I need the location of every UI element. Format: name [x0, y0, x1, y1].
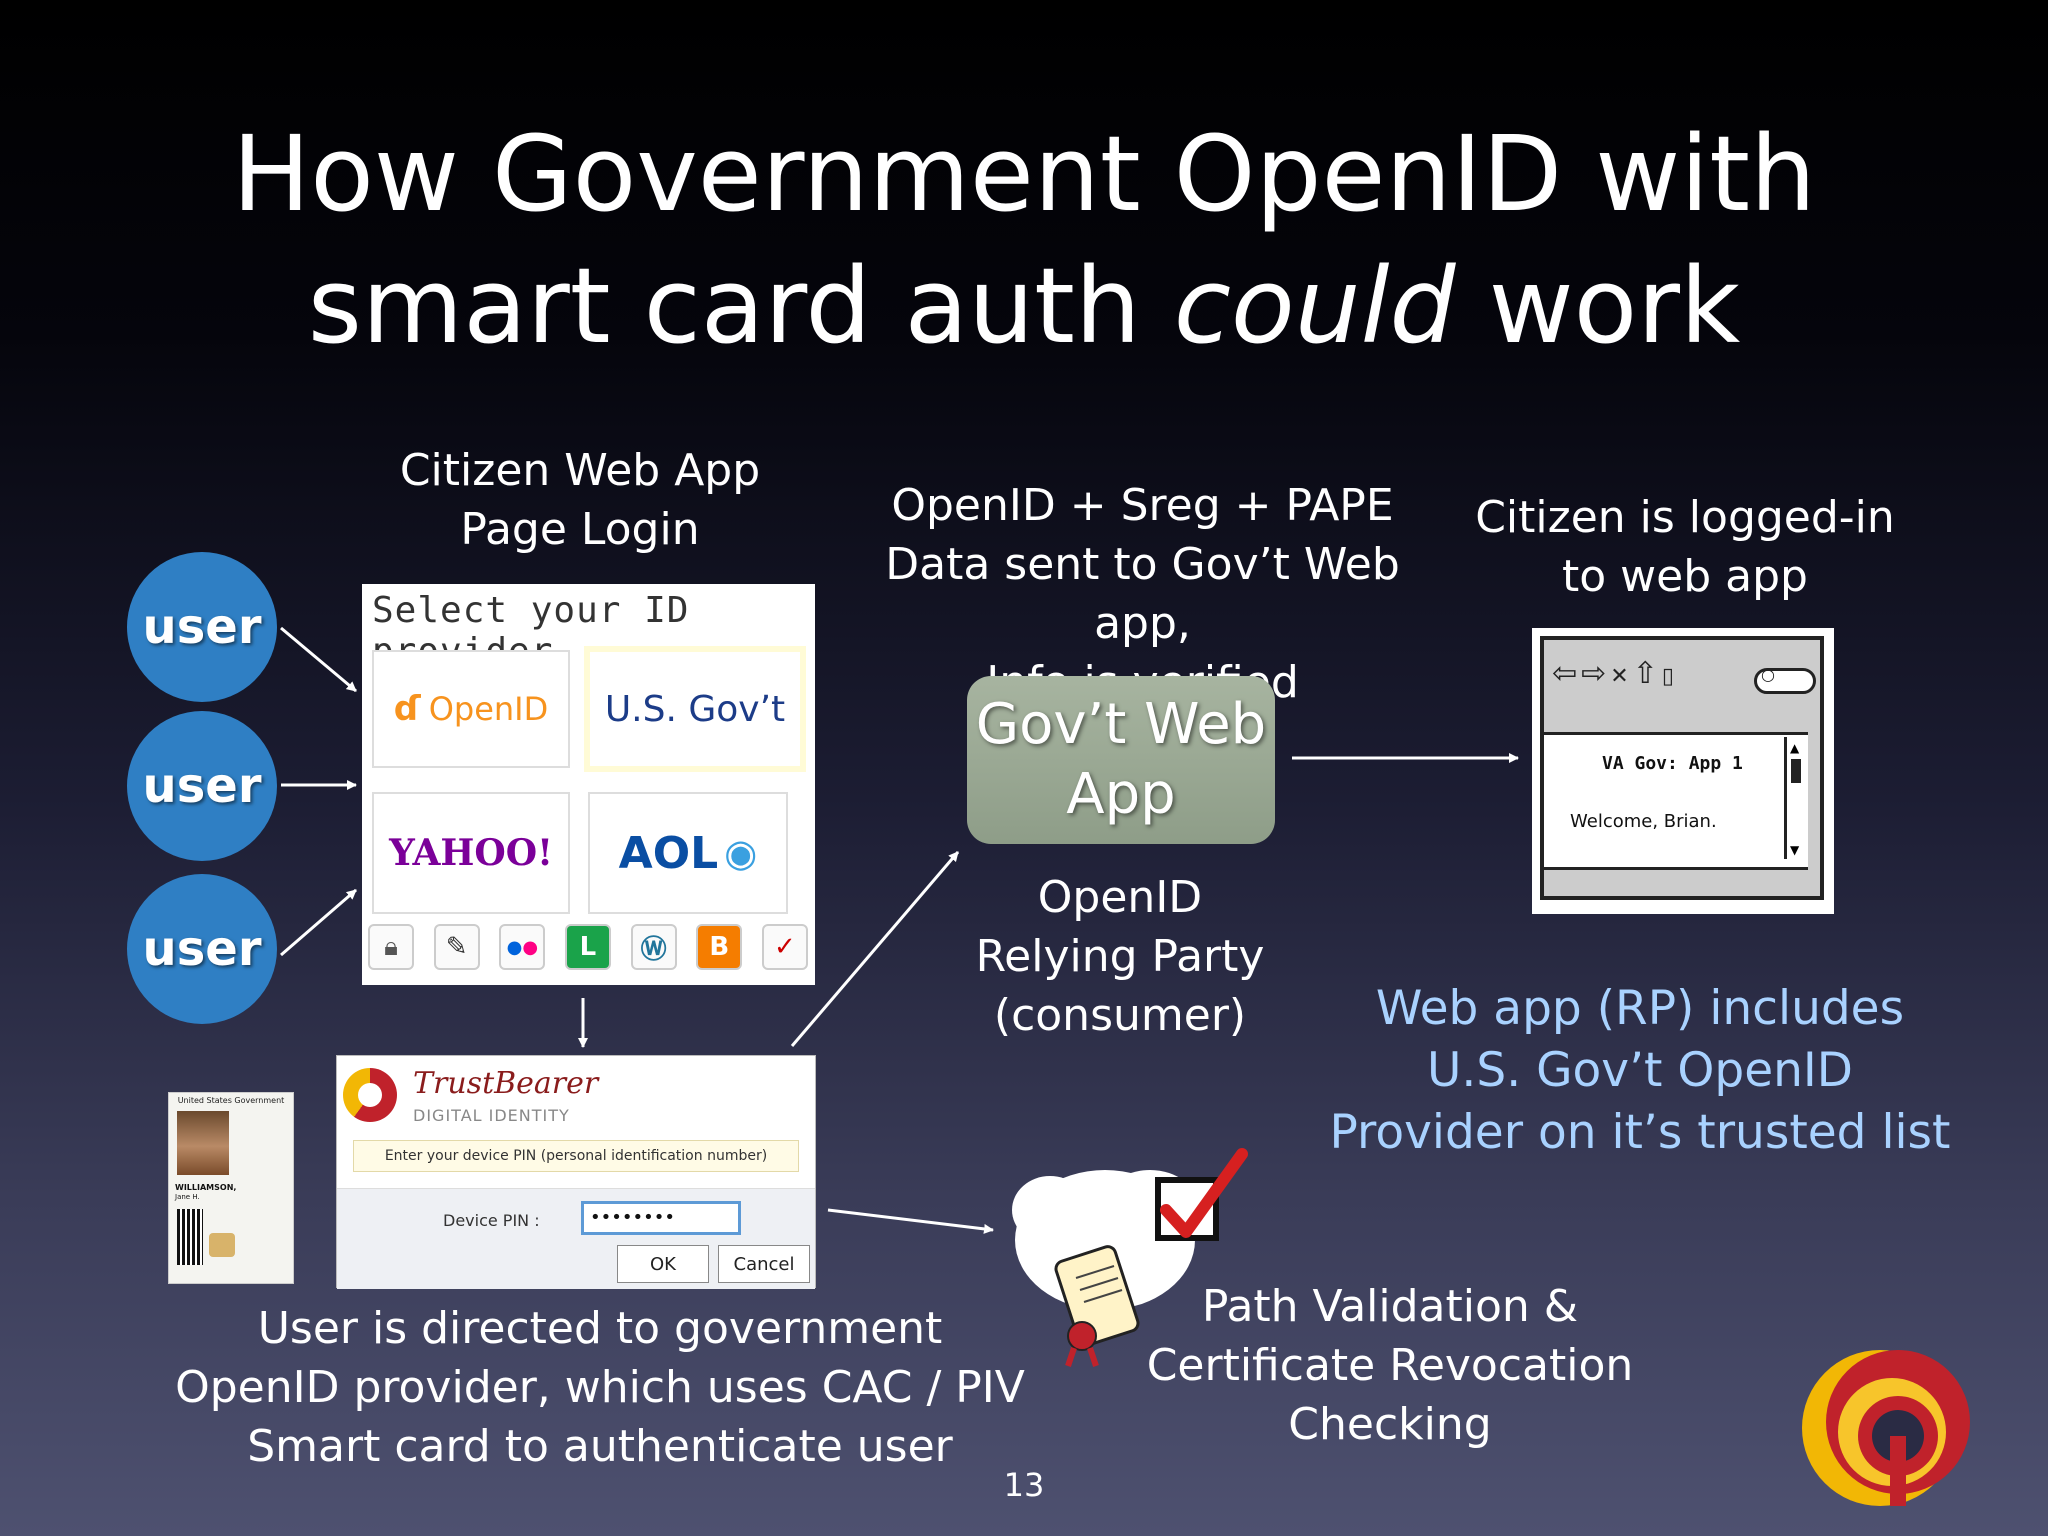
pencil-icon[interactable]: ✎ — [433, 924, 480, 970]
pin-dialog: TrustBearer DIGITAL IDENTITY Enter your … — [336, 1055, 816, 1289]
certificate-check-illustration — [1012, 1148, 1248, 1367]
home-icon[interactable]: ⇧ — [1632, 656, 1662, 691]
verisign-check-icon[interactable]: ✓ — [761, 924, 808, 970]
directed-caption: User is directed to government OpenID pr… — [175, 1303, 1025, 1472]
openid-logo-icon: ɗ — [393, 689, 421, 729]
trustbearer-logo-icon — [343, 1068, 397, 1122]
relying-party-caption: OpenID Relying Party (consumer) — [975, 872, 1265, 1041]
back-icon[interactable]: ⇦ — [1552, 656, 1582, 691]
card-given-name: Jane H. — [175, 1193, 200, 1201]
ok-button[interactable]: OK — [617, 1245, 709, 1283]
device-pin-label: Device PIN : — [443, 1211, 540, 1230]
browser-content: VA Gov: App 1 Welcome, Brian. ▲ ▼ — [1544, 732, 1808, 870]
wordpress-icon[interactable]: Ⓦ — [630, 924, 677, 970]
title-line-1: How Government OpenID with — [232, 113, 1816, 235]
user-circle-3: user — [127, 874, 277, 1024]
provider-us-govt[interactable]: U.S. Gov’t — [584, 646, 806, 772]
browser-scrollbar[interactable]: ▲ ▼ — [1784, 737, 1807, 859]
corner-logo-icon — [1802, 1350, 1970, 1506]
card-photo — [177, 1111, 229, 1175]
browser-sketch: ⇦⇨✕⇧▯ ○ VA Gov: App 1 Welcome, Brian. ▲ … — [1532, 628, 1834, 914]
barcode-icon — [177, 1209, 203, 1265]
cancel-button[interactable]: Cancel — [718, 1245, 810, 1283]
provider-openid[interactable]: ɗ OpenID — [372, 650, 570, 768]
arrow-user1-to-provider — [280, 626, 357, 693]
pin-form: Device PIN : •••••••• OK Cancel — [337, 1188, 815, 1289]
blogger-icon[interactable]: B — [696, 924, 743, 970]
pin-prompt: Enter your device PIN (personal identifi… — [353, 1140, 799, 1172]
flickr-icon[interactable]: ●● — [499, 924, 546, 970]
browser-page-title: VA Gov: App 1 — [1602, 753, 1743, 774]
livejournal-icon[interactable]: L — [564, 924, 611, 970]
checkbox-icon — [1155, 1148, 1248, 1241]
validation-caption: Path Validation & Certificate Revocation… — [1146, 1281, 1634, 1450]
forward-icon[interactable]: ⇨ — [1581, 656, 1611, 691]
logged-in-caption: Citizen is logged-in to web app — [1475, 492, 1895, 602]
piv-id-card: United States Government WILLIAMSON, Jan… — [168, 1092, 294, 1284]
smart-chip-icon — [209, 1233, 235, 1257]
device-pin-input[interactable]: •••••••• — [581, 1201, 741, 1235]
citizen-web-app-caption: Citizen Web App Page Login — [399, 445, 761, 555]
certificate-scroll-icon — [1054, 1245, 1140, 1367]
stop-icon[interactable]: ✕ — [1610, 664, 1633, 689]
trusted-list-caption: Web app (RP) includes U.S. Gov’t OpenID … — [1329, 981, 1951, 1160]
title-emphasis: could — [1173, 245, 1456, 367]
trustbearer-subtitle: DIGITAL IDENTITY — [413, 1106, 570, 1125]
provider-yahoo[interactable]: YAHOO! — [372, 792, 570, 914]
user-circle-2: user — [127, 711, 277, 861]
lock-icon[interactable]: 🔒︎ — [368, 924, 414, 970]
slide-title: How Government OpenID with smart card au… — [0, 108, 2048, 372]
aol-logo-icon: ◉ — [724, 831, 758, 875]
gov-web-app-box: Gov’t Web App — [967, 676, 1275, 844]
card-name: WILLIAMSON, — [175, 1183, 237, 1192]
browser-toolbar: ⇦⇨✕⇧▯ — [1552, 656, 1678, 691]
arrow-pin-to-validation — [827, 1208, 994, 1234]
search-box[interactable]: ○ — [1754, 665, 1816, 694]
browser-welcome: Welcome, Brian. — [1570, 811, 1717, 832]
card-header: United States Government — [177, 1096, 285, 1105]
provider-aol[interactable]: AOL ◉ — [588, 792, 788, 914]
id-provider-panel: Select your ID provider ɗ OpenID U.S. Go… — [362, 584, 815, 985]
search-icon: ○ — [1761, 665, 1775, 684]
user-circle-1: user — [127, 552, 277, 702]
provider-icon-row: 🔒︎ ✎ ●● L Ⓦ B ✓ — [368, 924, 808, 978]
page-number: 13 — [1003, 1466, 1045, 1504]
arrow-pin-to-govapp — [790, 851, 960, 1047]
arrow-user3-to-provider — [280, 888, 357, 957]
title-line-2: smart card auth could work — [307, 245, 1741, 367]
trustbearer-brand: TrustBearer — [413, 1066, 599, 1101]
bookmark-icon[interactable]: ▯ — [1661, 664, 1678, 689]
